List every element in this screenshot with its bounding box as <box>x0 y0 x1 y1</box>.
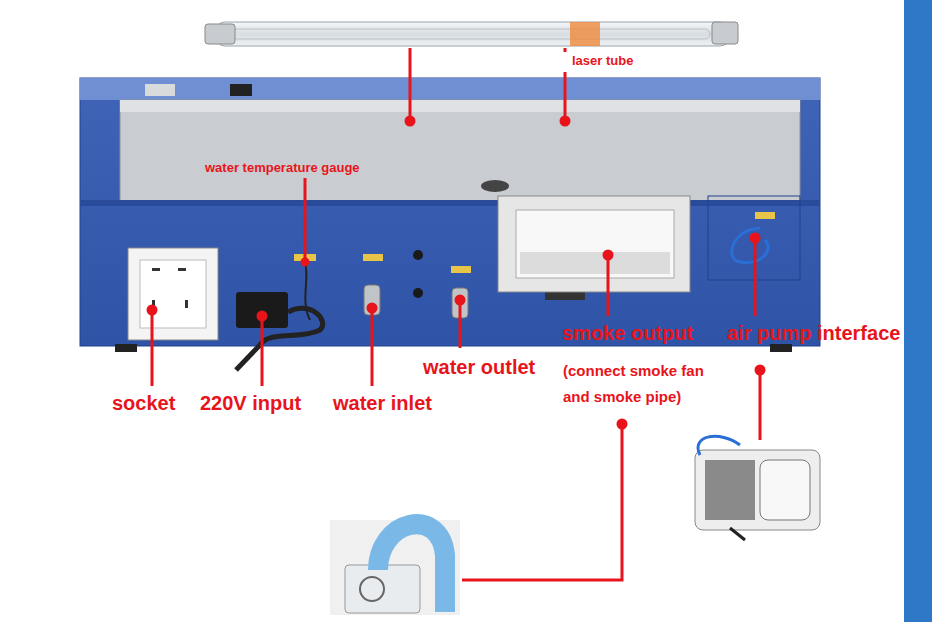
part-label: water temperature gauge <box>205 160 360 175</box>
part-label: socket <box>112 392 175 415</box>
part-label: water outlet <box>423 356 535 379</box>
part-label: laser tube <box>572 53 633 68</box>
part-label: smoke output <box>562 322 693 345</box>
part-label: water inlet <box>333 392 432 415</box>
part-label: 220V input <box>200 392 301 415</box>
part-label: air pump interface <box>727 322 900 345</box>
note-label: (connect smoke fan and smoke pipe) <box>563 358 723 410</box>
